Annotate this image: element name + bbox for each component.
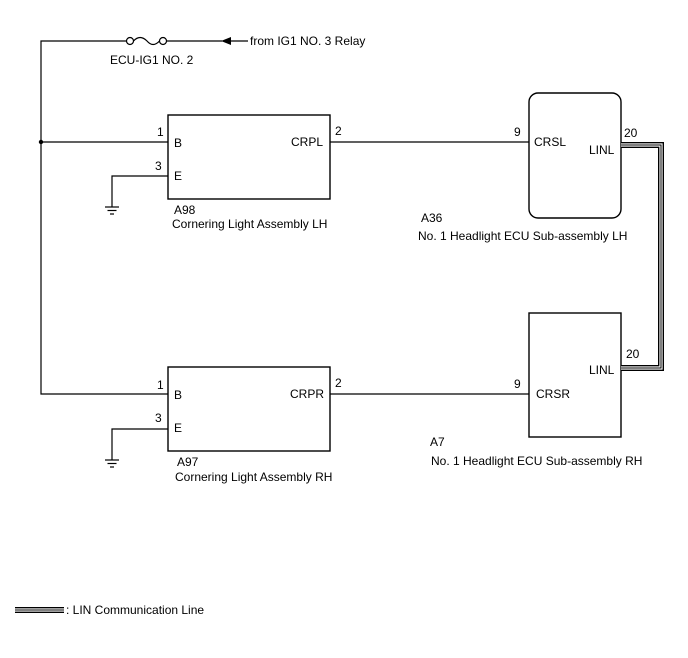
lh-ecu-name: No. 1 Headlight ECU Sub-assembly LH — [418, 229, 627, 243]
lh-ecu-pin-lin-number: 20 — [624, 126, 638, 140]
lh-pin-out-number: 2 — [335, 124, 342, 138]
rh-ecu-name: No. 1 Headlight ECU Sub-assembly RH — [431, 454, 642, 468]
lh-pin-b-number: 1 — [157, 125, 164, 139]
lh-pin-b-label: B — [174, 136, 182, 150]
rh-pin-b-number: 1 — [157, 378, 164, 392]
lh-ecu-pin-in-number: 9 — [514, 125, 521, 139]
junction-dot — [38, 139, 44, 145]
rh-ecu-code: A7 — [430, 435, 445, 449]
rh-cornering-name: Cornering Light Assembly RH — [175, 470, 332, 484]
lh-ecu-pin-lin-label: LINL — [589, 143, 615, 157]
rh-ecu-pin-lin-label: LINL — [589, 363, 615, 377]
source-arrow-icon — [221, 37, 231, 45]
rh-pin-out-label: CRPR — [290, 387, 324, 401]
lh-pin-out-label: CRPL — [291, 135, 323, 149]
rh-cornering-code: A97 — [177, 455, 199, 469]
rh-cornering-light-assembly: 1 B 3 E CRPR 2 — [155, 366, 342, 452]
lh-pin-e-number: 3 — [155, 159, 162, 173]
lh-pin-e-label: E — [174, 169, 182, 183]
lh-ecu-code: A36 — [421, 211, 443, 225]
rh-ecu-pin-in-number: 9 — [514, 377, 521, 391]
rh-ecu-pin-in-label: CRSR — [536, 387, 570, 401]
ground-icon — [105, 175, 168, 215]
source-label: from IG1 NO. 3 Relay — [250, 34, 365, 48]
legend-label: : LIN Communication Line — [66, 603, 204, 617]
lh-ecu-pin-in-label: CRSL — [534, 135, 566, 149]
lin-communication-line — [621, 142, 664, 371]
fuse-icon — [125, 36, 222, 46]
rh-pin-e-label: E — [174, 421, 182, 435]
rh-ecu-pin-lin-number: 20 — [626, 347, 640, 361]
lh-cornering-name: Cornering Light Assembly LH — [172, 217, 327, 231]
power-bus-wire — [40, 40, 168, 395]
lh-cornering-code: A98 — [174, 203, 196, 217]
rh-pin-b-label: B — [174, 388, 182, 402]
lh-cornering-light-assembly: 1 B 3 E CRPL 2 — [155, 114, 342, 200]
rh-pin-e-number: 3 — [155, 411, 162, 425]
lh-headlight-ecu: 9 CRSL LINL 20 — [514, 92, 638, 219]
fuse-label: ECU-IG1 NO. 2 — [110, 53, 194, 67]
rh-pin-out-number: 2 — [335, 376, 342, 390]
rh-headlight-ecu: 9 CRSR LINL 20 — [514, 312, 640, 438]
ground-icon — [105, 428, 168, 468]
